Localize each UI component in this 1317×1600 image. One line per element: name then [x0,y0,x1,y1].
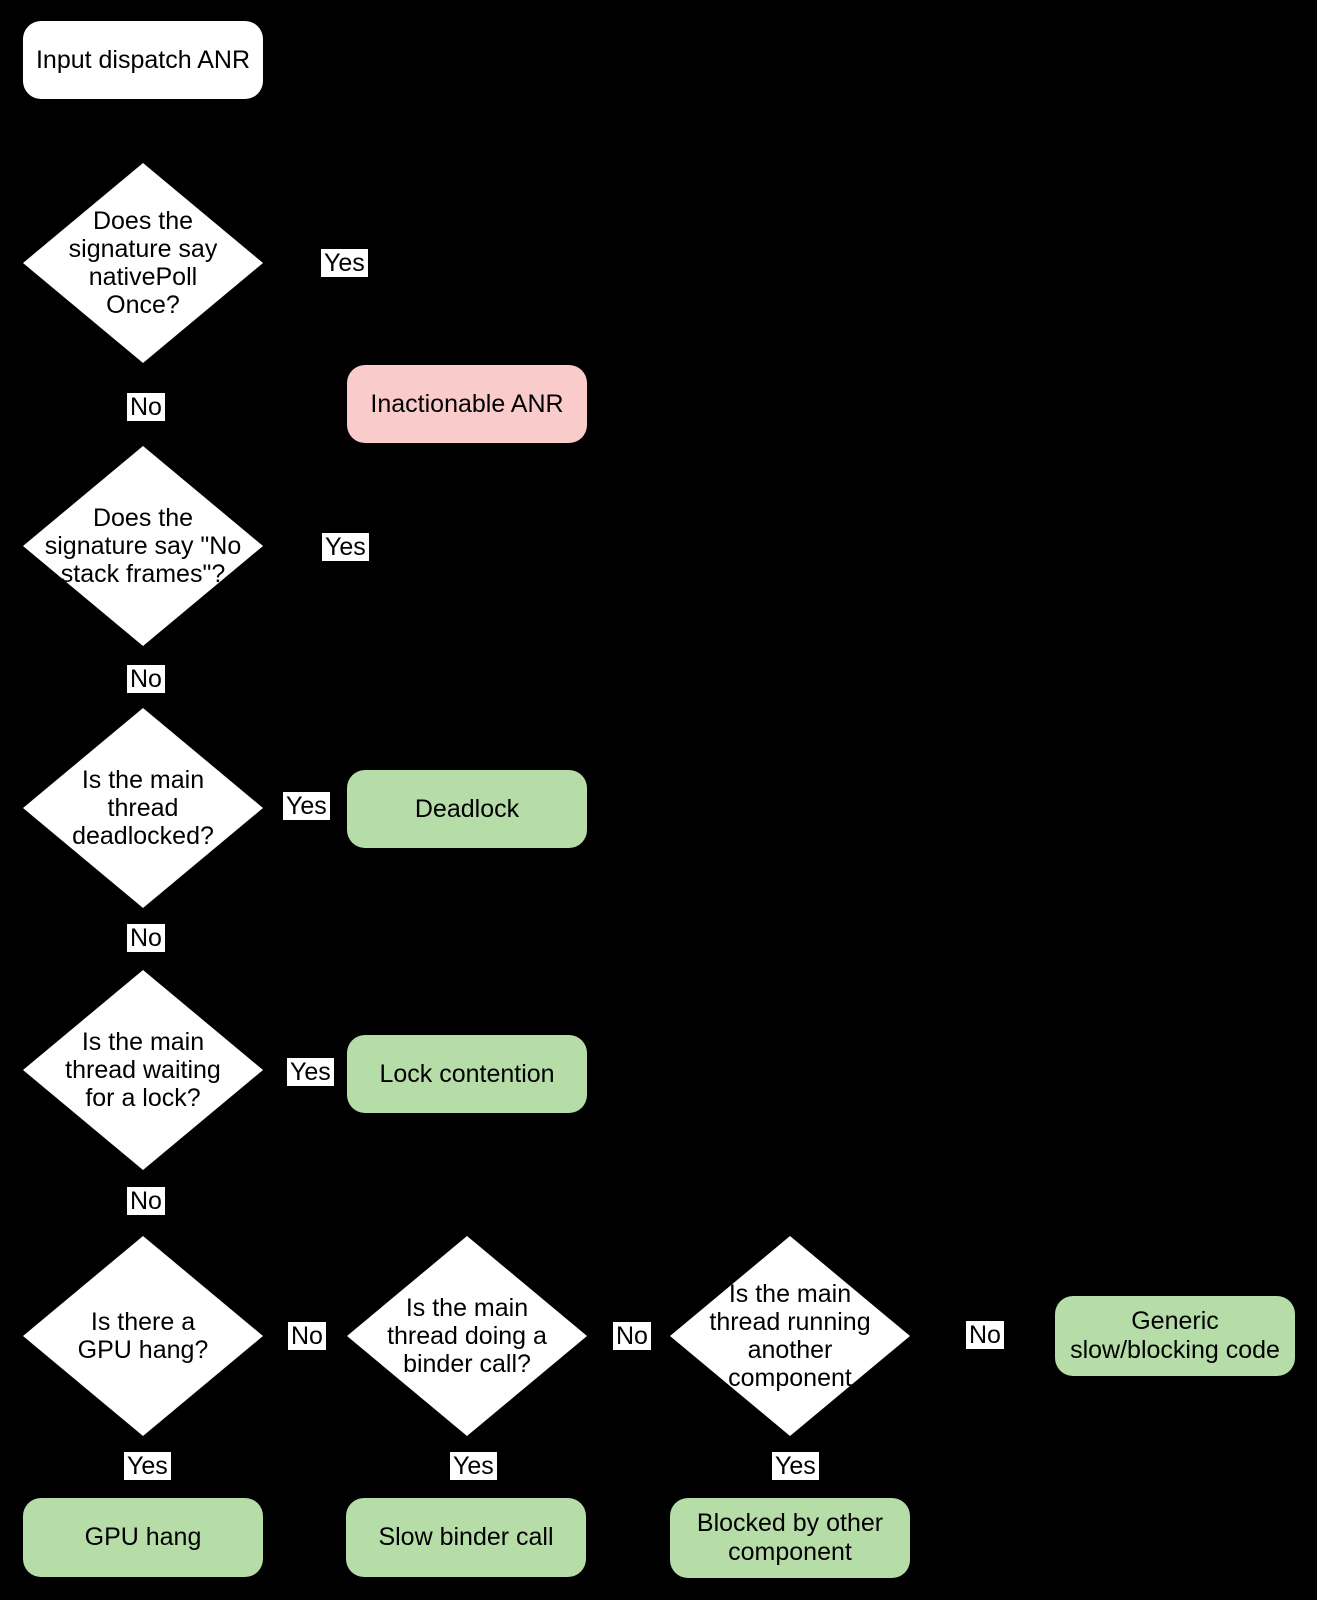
edge-label-no-other-component: No [966,1321,1004,1349]
outcome-slow-binder-call: Slow binder call [346,1498,586,1577]
edge-label-yes-binder-call: Yes [450,1452,497,1480]
edge-label-yes-no-stack-frames: Yes [322,533,369,561]
outcome-deadlock: Deadlock [347,770,587,848]
edge-label-no-native-poll: No [127,393,165,421]
edge-label-no-waiting-lock: No [127,1187,165,1215]
edge-label-no-gpu-hang: No [288,1322,326,1350]
edge-label-yes-native-poll: Yes [321,249,368,277]
edge-label-yes-other-component: Yes [772,1452,819,1480]
edge-label-no-no-stack-frames: No [127,665,165,693]
edge-label-yes-gpu-hang: Yes [124,1452,171,1480]
outcome-inactionable-anr: Inactionable ANR [347,365,587,443]
outcome-gpu-hang: GPU hang [23,1498,263,1577]
edge-label-yes-deadlocked: Yes [283,792,330,820]
outcome-blocked-by-other-component: Blocked by other component [670,1498,910,1578]
edge-label-no-deadlocked: No [127,924,165,952]
edge-label-no-binder-call: No [613,1322,651,1350]
outcome-lock-contention: Lock contention [347,1035,587,1113]
edge-label-yes-waiting-lock: Yes [287,1058,334,1086]
start-node-input-dispatch-anr: Input dispatch ANR [23,21,263,99]
outcome-generic-slow-blocking-code: Generic slow/blocking code [1055,1296,1295,1376]
